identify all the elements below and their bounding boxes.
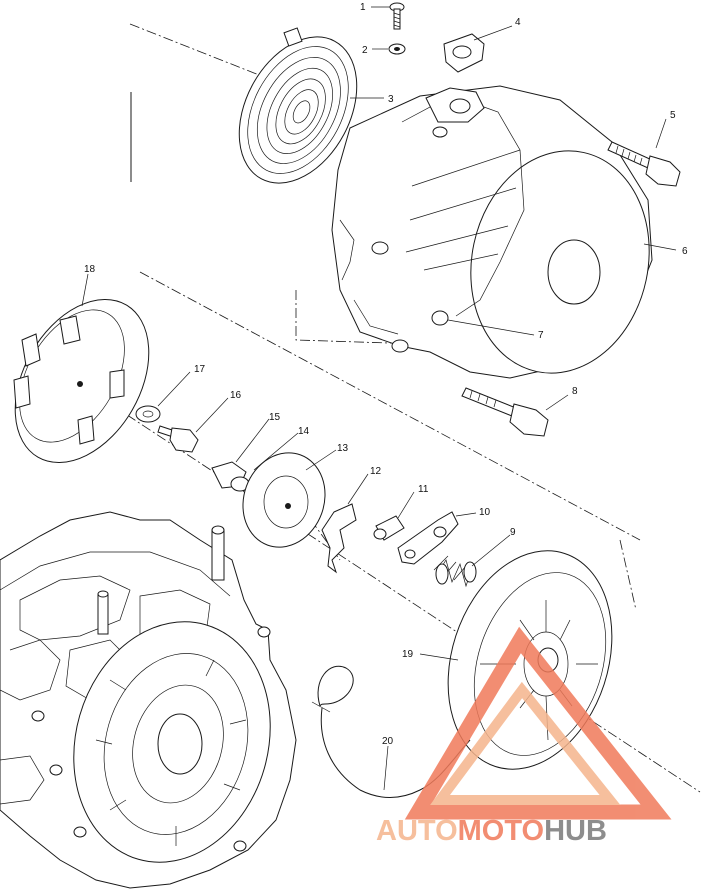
part-15-bolt: [211, 461, 250, 492]
callout-17: 17: [194, 364, 206, 375]
callout-3: 3: [388, 94, 394, 105]
callout-11: 11: [418, 484, 429, 495]
leader-lines: [81, 6, 677, 791]
callout-15: 15: [269, 412, 281, 423]
callout-1: 1: [360, 2, 366, 13]
callout-9: 9: [510, 527, 516, 538]
engine-crankcase: [0, 511, 297, 889]
callout-14: 14: [298, 426, 310, 437]
part-5-bolt: [607, 141, 681, 187]
callout-numbers: 1 2 3 4 5 6 7 8 9 10 11 12 13 14 15 16 1…: [84, 2, 688, 747]
part-4-gasket: [443, 33, 485, 73]
callout-6: 6: [682, 246, 688, 257]
callout-7: 7: [538, 330, 544, 341]
part-17-washer: [135, 405, 161, 423]
part-10-ratchet: [397, 511, 459, 565]
watermark-text: AUTOMOTOHUB: [376, 815, 607, 847]
watermark-triangle-inner: [430, 681, 621, 805]
part-3-recoil-spring: [238, 27, 358, 184]
part-7-grommet: [431, 310, 449, 326]
part-14-ratchet-plate: [242, 452, 326, 548]
part-18-starter-cup: [13, 298, 150, 464]
callout-20: 20: [382, 736, 394, 747]
callout-2: 2: [362, 45, 368, 56]
callout-12: 12: [370, 466, 382, 477]
callout-5: 5: [670, 110, 676, 121]
part-12-friction-spring: [321, 503, 357, 574]
part-9-spring: [433, 555, 477, 588]
part-11-collar: [373, 515, 405, 541]
callout-16: 16: [230, 390, 242, 401]
part-2-washer: [388, 43, 406, 55]
callout-8: 8: [572, 386, 578, 397]
watermark-text-moto: MOTO: [458, 815, 544, 847]
part-8-bolt: [461, 387, 549, 437]
watermark-text-hub: HUB: [544, 815, 607, 847]
watermark-logo: AUTOMOTOHUB: [376, 626, 672, 847]
part-17-washer-hole: [142, 410, 154, 418]
part-1-screw: [389, 2, 405, 30]
watermark-triangle-outer: [404, 626, 672, 820]
callout-10: 10: [479, 507, 491, 518]
watermark-text-auto: AUTO: [376, 815, 458, 847]
part-6-recoil-housing: [331, 85, 653, 379]
callout-13: 13: [337, 443, 349, 454]
callout-4: 4: [515, 17, 521, 28]
callout-18: 18: [84, 264, 96, 275]
callout-19: 19: [402, 649, 414, 660]
part-16-bolt: [157, 425, 199, 453]
